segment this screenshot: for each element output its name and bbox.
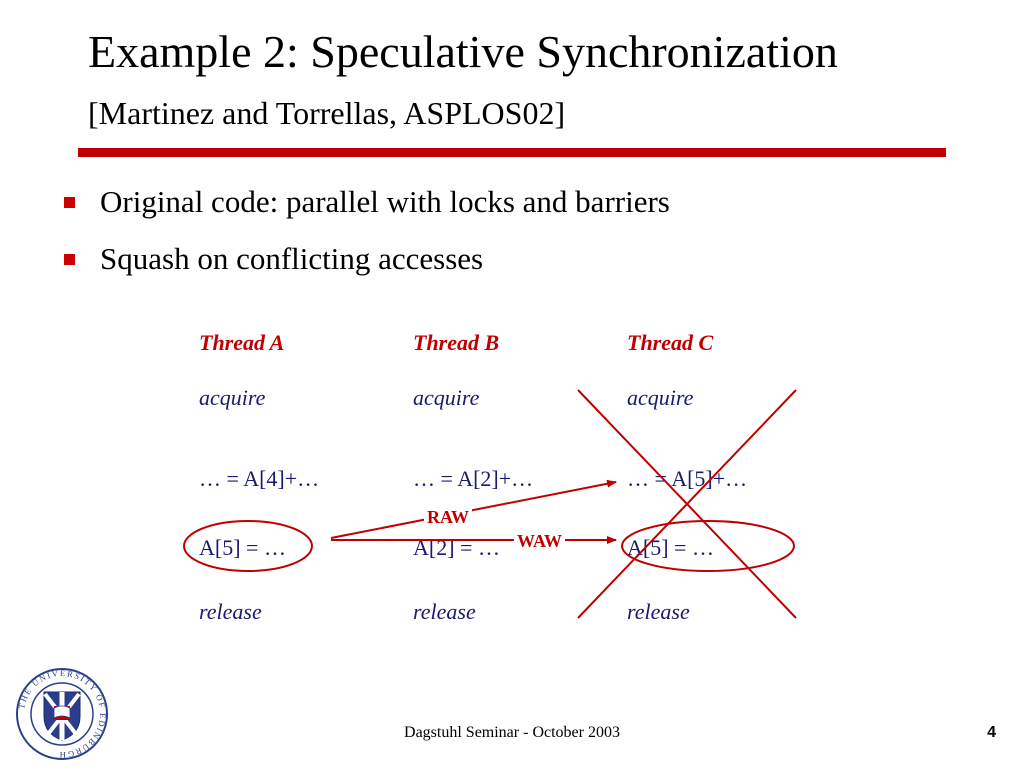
bullet-text: Squash on conflicting accesses (100, 241, 484, 276)
waw-label: WAW (514, 532, 566, 550)
thread-c-read: … = A[5]+… (627, 466, 748, 491)
thread-a-release: release (199, 599, 262, 624)
cross-line-2 (577, 389, 797, 619)
bullet-text: Original code: parallel with locks and b… (100, 184, 670, 219)
thread-c-header: Thread C (627, 330, 714, 355)
thread-c-acquire: acquire (627, 385, 694, 410)
thread-c-write: A[5] = … (627, 535, 714, 560)
thread-a-write: A[5] = … (199, 535, 286, 560)
cross-line-1 (577, 389, 797, 619)
thread-a-acquire: acquire (199, 385, 266, 410)
thread-a-header: Thread A (199, 330, 285, 355)
slide-title: Example 2: Speculative Synchronization (88, 26, 838, 77)
thread-b-read: … = A[2]+… (413, 466, 534, 491)
footer-text: Dagstuhl Seminar - October 2003 (404, 724, 620, 741)
university-logo: THE UNIVERSITY OF EDINBURGH (14, 666, 110, 762)
thread-a-read: … = A[4]+… (199, 466, 320, 491)
thread-b-acquire: acquire (413, 385, 480, 410)
bullet-square-icon (64, 197, 75, 208)
thread-b-write: A[2] = … (413, 535, 500, 560)
thread-c-release: release (627, 599, 690, 624)
slide-subtitle: [Martinez and Torrellas, ASPLOS02] (88, 95, 566, 131)
page-number: 4 (987, 724, 996, 741)
bullet-square-icon (64, 254, 75, 265)
thread-b-release: release (413, 599, 476, 624)
raw-label: RAW (424, 508, 473, 526)
thread-b-header: Thread B (413, 330, 500, 355)
title-divider (78, 148, 946, 157)
